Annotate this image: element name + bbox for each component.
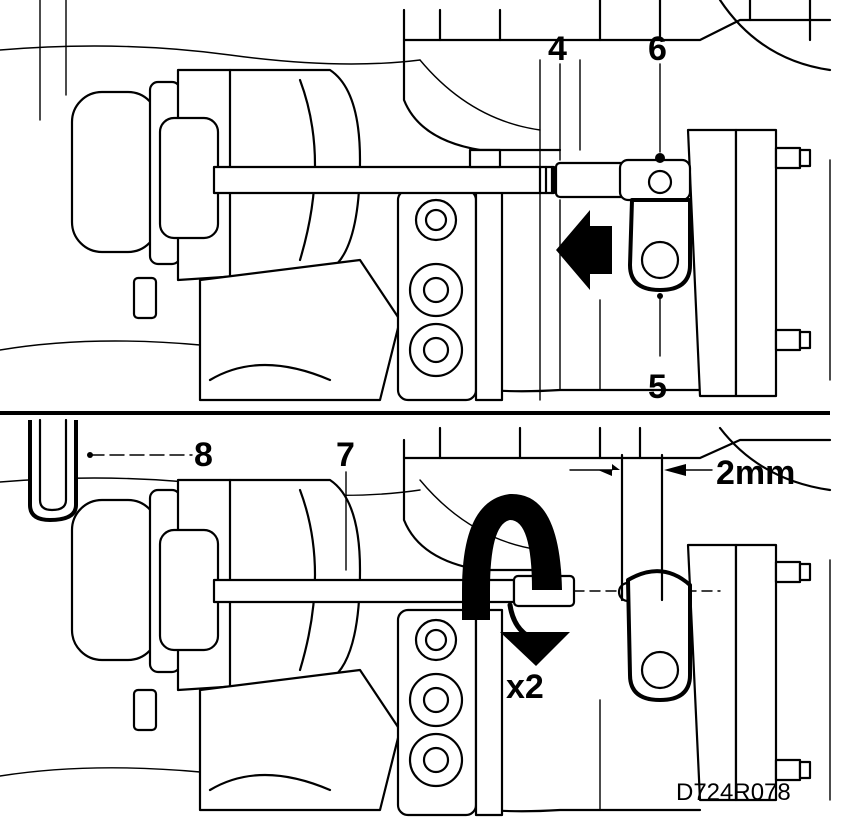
turbine-flange-bottom <box>396 543 812 817</box>
callout-label-7: 7 <box>336 436 355 474</box>
turns-label: x2 <box>506 668 544 706</box>
callout-label-4: 4 <box>548 30 567 68</box>
gauge-tool <box>28 418 78 522</box>
wastegate-lever-top <box>628 198 692 292</box>
rotation-arrow-icon <box>462 493 570 666</box>
wastegate-actuator-bottom <box>70 478 402 812</box>
clearance-measurement <box>569 453 713 602</box>
callout-label-5: 5 <box>648 368 667 406</box>
callout-label-8: 8 <box>194 436 213 474</box>
leader-lines-top <box>559 63 663 357</box>
callout-label-6: 6 <box>648 30 667 68</box>
leader-lines-bottom <box>87 452 347 571</box>
wastegate-actuator-top <box>70 68 402 402</box>
bottom-panel: 8 7 2mm x2 D724R078 <box>0 418 832 817</box>
reference-code: D724R078 <box>676 779 791 806</box>
clearance-label: 2mm <box>716 454 795 492</box>
control-rod-bottom <box>212 574 721 608</box>
control-rod-top <box>212 148 692 202</box>
push-direction-arrow <box>556 210 612 290</box>
top-panel: 4 6 5 <box>0 0 832 406</box>
wastegate-lever-bottom <box>626 569 692 702</box>
